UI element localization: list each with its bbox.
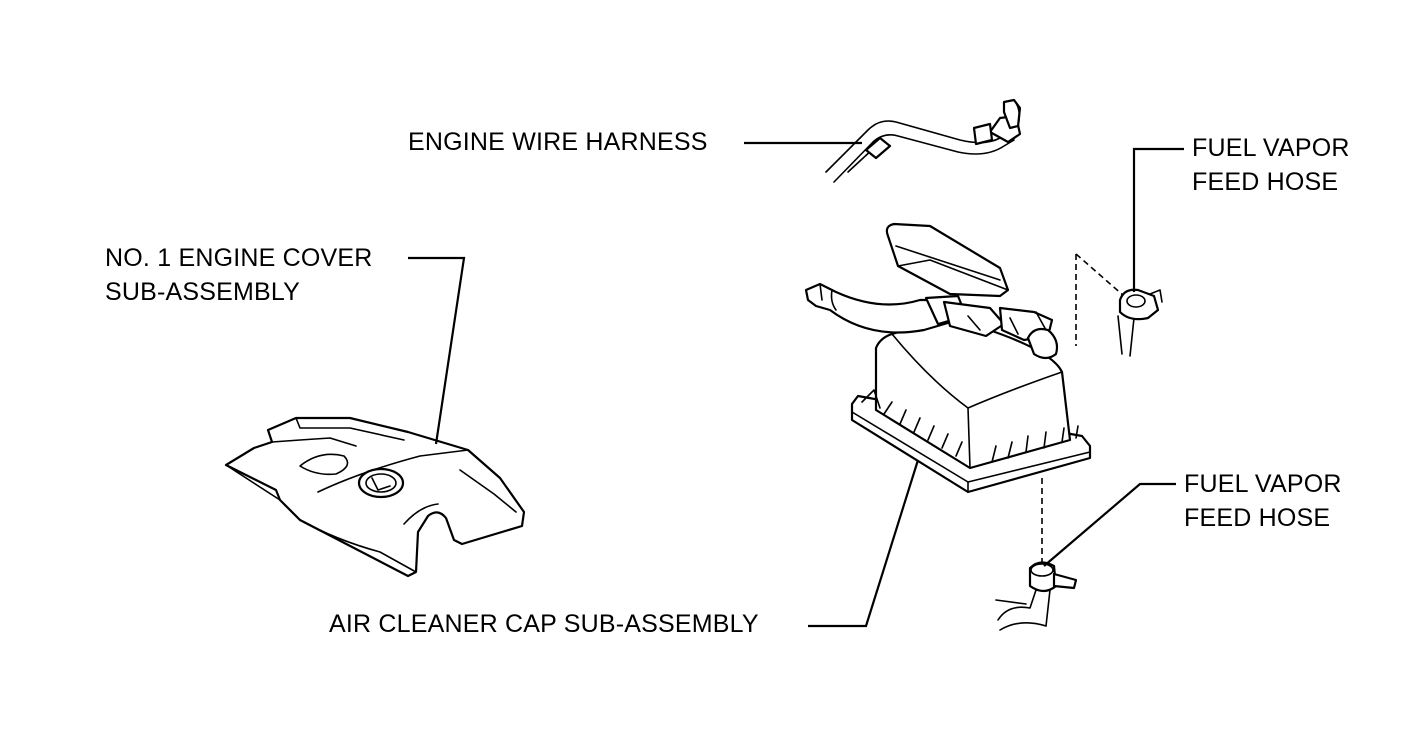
- label-fuel-vapor-bottom-line2: FEED HOSE: [1184, 504, 1331, 532]
- label-air-cleaner-cap-text: AIR CLEANER CAP SUB-ASSEMBLY: [329, 610, 759, 638]
- label-engine-cover-line1: NO. 1 ENGINE COVER: [105, 244, 373, 272]
- fuel-vapor-feed-hose-top-illustration: [1075, 253, 1163, 357]
- label-air-cleaner-cap: AIR CLEANER CAP SUB-ASSEMBLY: [329, 607, 759, 641]
- label-fuel-vapor-feed-hose-bottom: FUEL VAPOR FEED HOSE: [1184, 467, 1342, 535]
- leader-fuel-vapor-top: [1132, 147, 1184, 292]
- engine-cover-illustration: [224, 416, 526, 578]
- label-fuel-vapor-top-line1: FUEL VAPOR: [1192, 134, 1350, 162]
- label-engine-wire-harness-text: ENGINE WIRE HARNESS: [408, 128, 708, 156]
- label-fuel-vapor-feed-hose-top: FUEL VAPOR FEED HOSE: [1192, 131, 1350, 199]
- engine-wire-harness-illustration: [825, 98, 1022, 183]
- leader-fuel-vapor-bottom: [1043, 482, 1176, 567]
- label-engine-cover-line2: SUB-ASSEMBLY: [105, 278, 301, 306]
- label-fuel-vapor-bottom-line1: FUEL VAPOR: [1184, 470, 1342, 498]
- fuel-vapor-feed-hose-bottom-illustration: [995, 478, 1078, 631]
- air-cleaner-cap-illustration: [804, 222, 1092, 494]
- label-engine-wire-harness: ENGINE WIRE HARNESS: [408, 125, 708, 159]
- label-engine-cover: NO. 1 ENGINE COVER SUB-ASSEMBLY: [105, 241, 373, 309]
- leader-air-cleaner-cap: [808, 459, 920, 628]
- leader-engine-cover: [408, 256, 466, 445]
- label-fuel-vapor-top-line2: FEED HOSE: [1192, 168, 1339, 196]
